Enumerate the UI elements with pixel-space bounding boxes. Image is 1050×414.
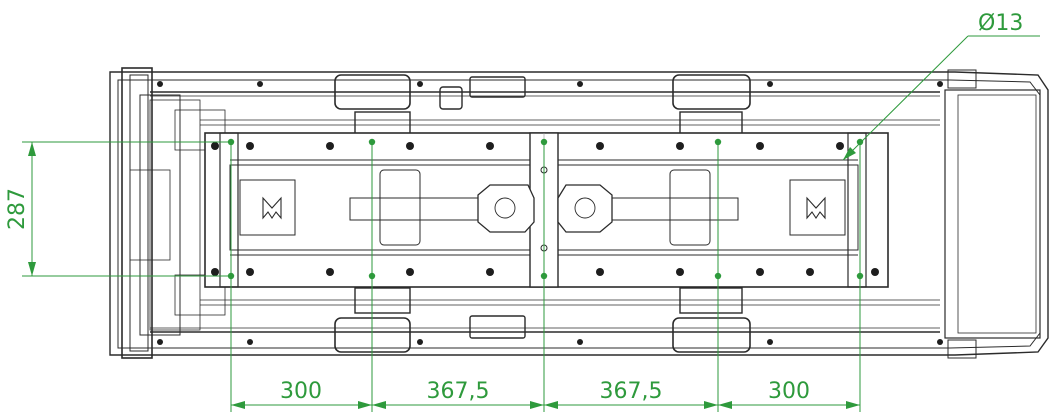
- horizontal-dimension-label: 367,5: [600, 379, 663, 404]
- mounting-plate: [204, 132, 889, 288]
- plate-bolts: [157, 81, 943, 345]
- horizontal-dimension-label: 300: [280, 379, 322, 404]
- dimension-lines: [22, 35, 1040, 412]
- chassis: [109, 67, 1049, 359]
- horizontal-dimension-label: 300: [768, 379, 810, 404]
- dimension-arrows: [28, 142, 860, 409]
- diameter-callout: Ø13: [978, 11, 1023, 36]
- vertical-dimension-label: 287: [5, 188, 30, 230]
- horizontal-dimension-label: 367,5: [427, 379, 490, 404]
